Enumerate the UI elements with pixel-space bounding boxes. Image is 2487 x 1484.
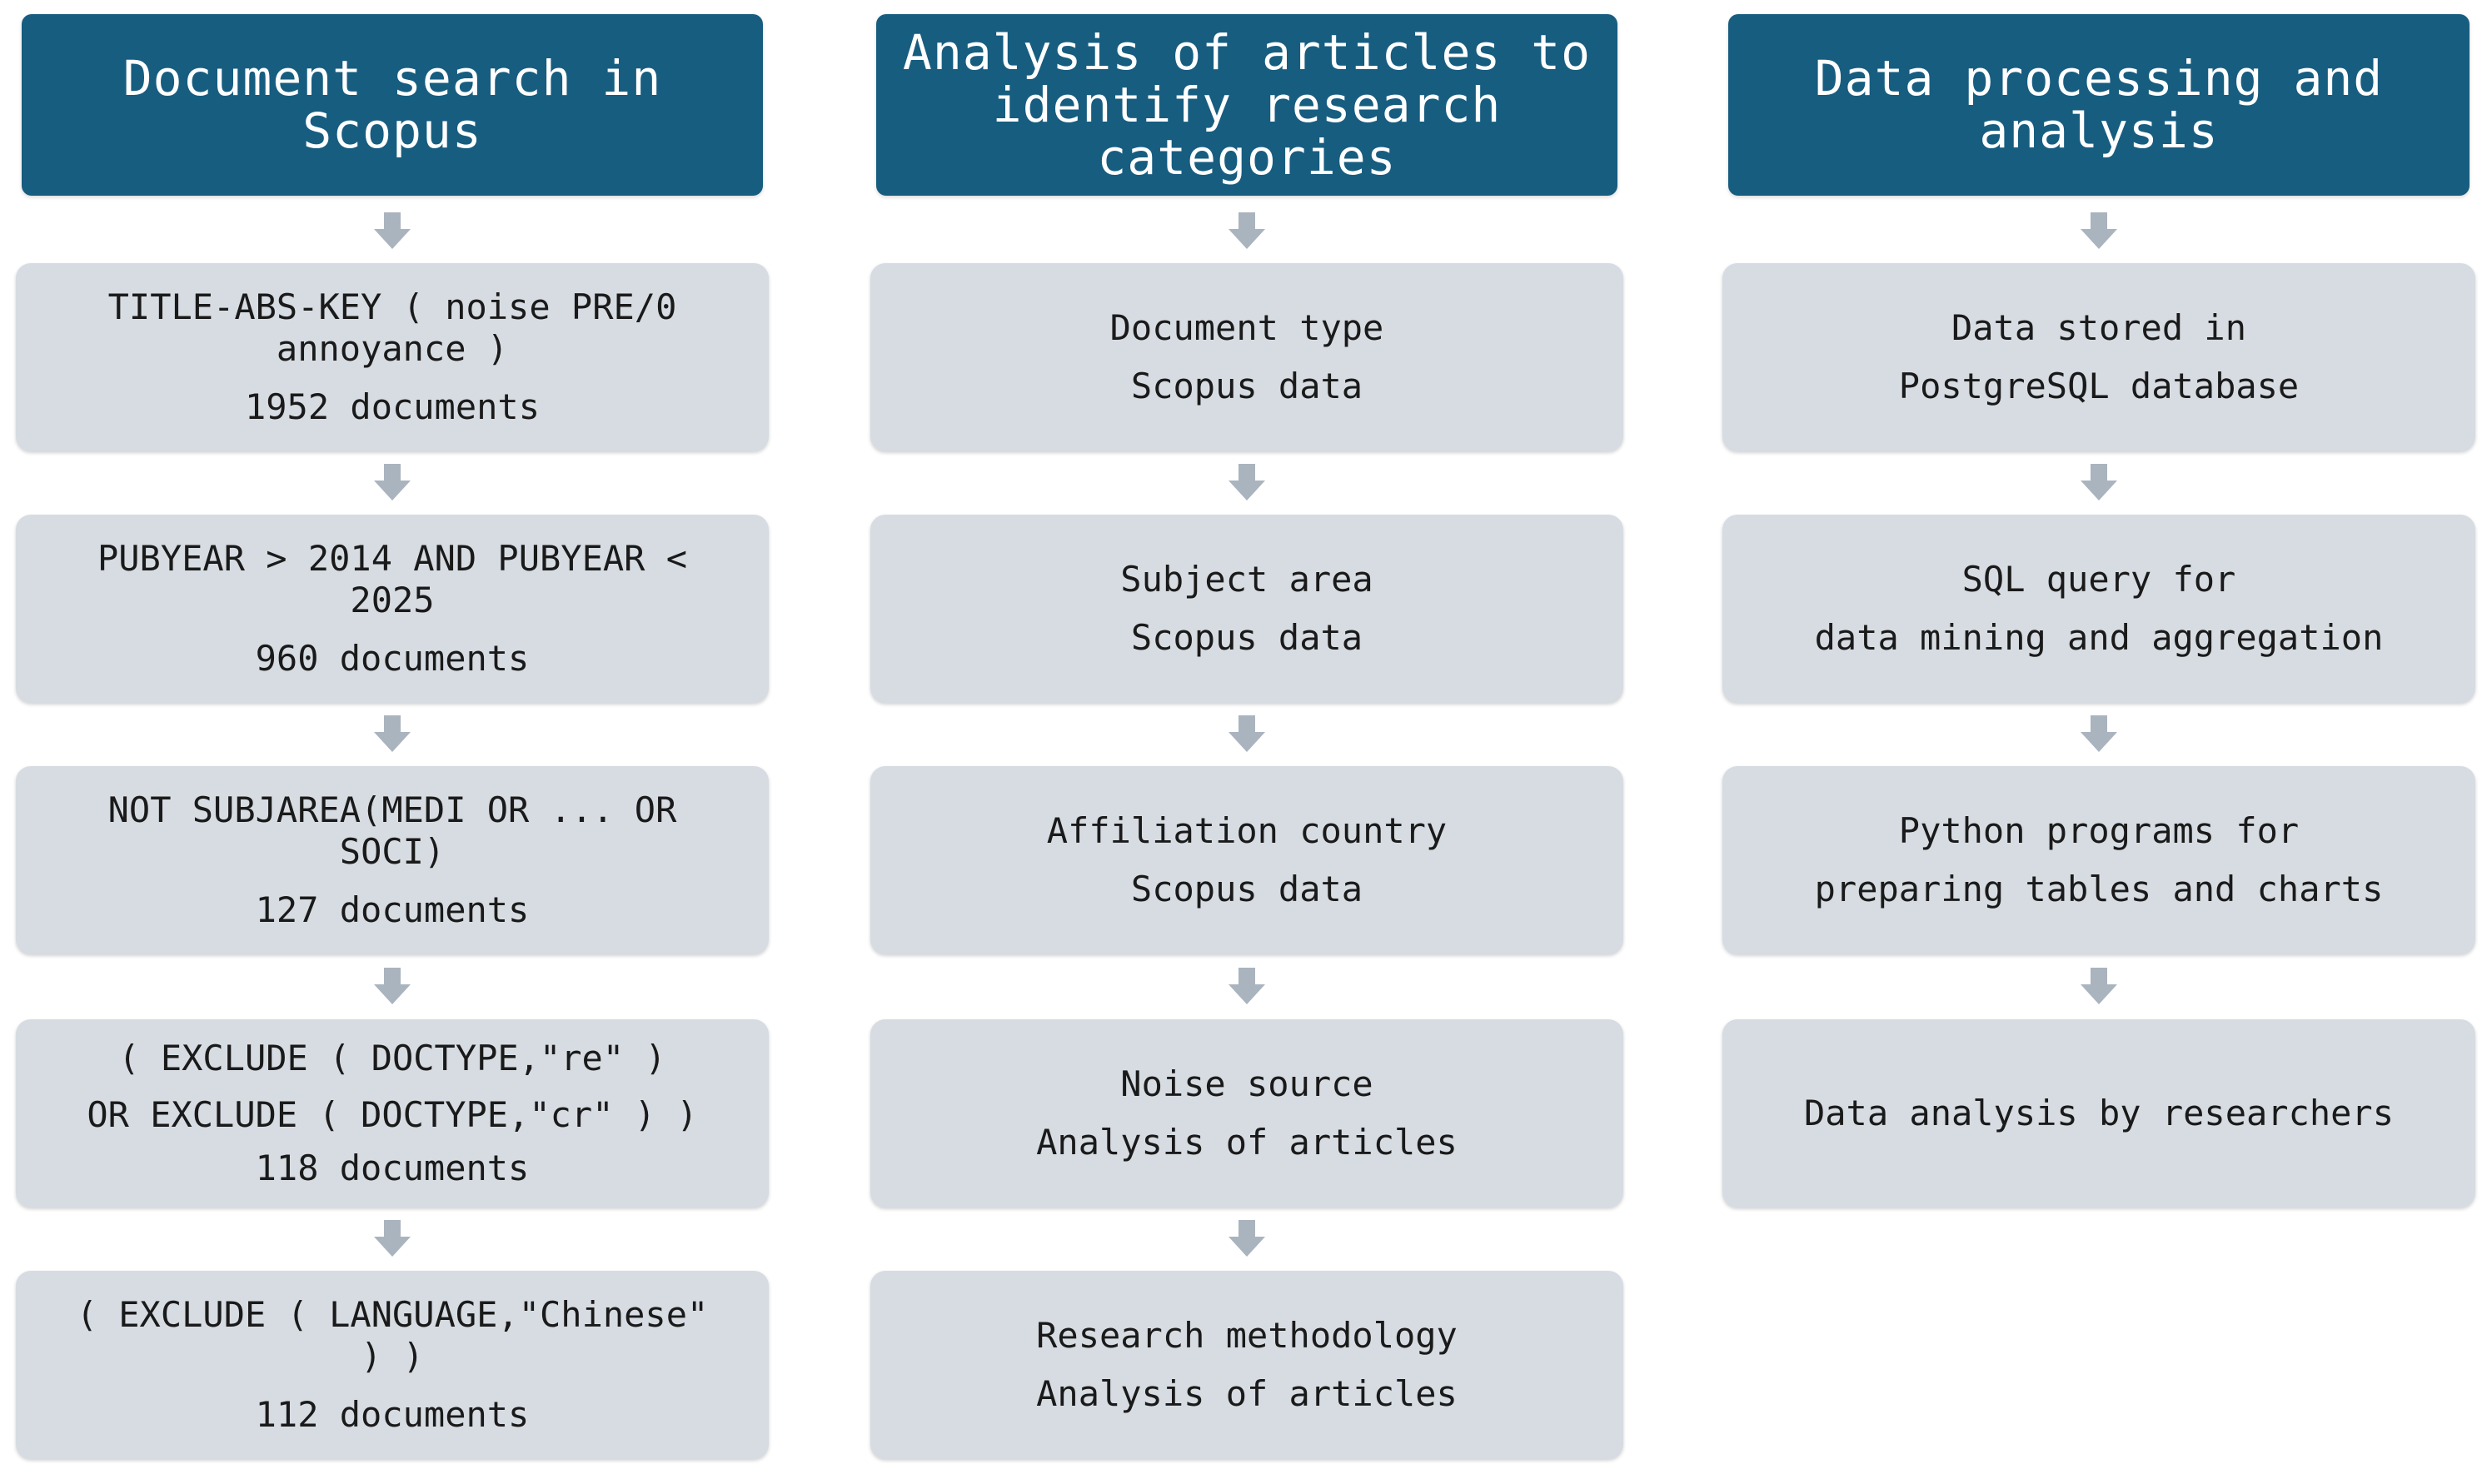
category-box: Document type Scopus data: [870, 263, 1623, 451]
process-text: data mining and aggregation: [1814, 617, 2384, 658]
category-source: Analysis of articles: [1036, 1122, 1458, 1163]
step-text: PUBYEAR > 2014 AND PUBYEAR <: [97, 538, 687, 579]
column-article-analysis: Analysis of articles to identify researc…: [870, 0, 1623, 1484]
step-text: ( EXCLUDE ( LANGUAGE,"Chinese": [76, 1294, 709, 1335]
down-arrow-icon: [372, 968, 412, 1004]
category-source: Analysis of articles: [1036, 1373, 1458, 1414]
header-line: Scopus: [302, 102, 482, 159]
category-name: Research methodology: [1036, 1315, 1458, 1356]
step-box: NOT SUBJAREA(MEDI OR ... OR SOCI) 127 do…: [16, 766, 769, 954]
step-text: 2025: [350, 580, 435, 620]
header-line: categories: [1097, 128, 1397, 186]
process-box: Data analysis by researchers: [1722, 1019, 2475, 1208]
category-source: Scopus data: [1130, 869, 1363, 909]
down-arrow-icon: [372, 464, 412, 500]
header-line: identify research: [992, 76, 1502, 133]
down-arrow-icon: [1227, 212, 1267, 249]
document-count: 127 documents: [255, 889, 530, 930]
category-box: Research methodology Analysis of article…: [870, 1271, 1623, 1459]
step-text: ( EXCLUDE ( DOCTYPE,"re" ): [118, 1038, 666, 1078]
process-text: Data stored in: [1951, 307, 2246, 348]
category-name: Affiliation country: [1046, 810, 1448, 851]
process-box: Data stored in PostgreSQL database: [1722, 263, 2475, 451]
step-box: TITLE-ABS-KEY ( noise PRE/0 annoyance ) …: [16, 263, 769, 451]
down-arrow-icon: [1227, 715, 1267, 752]
down-arrow-icon: [2079, 212, 2119, 249]
down-arrow-icon: [1227, 1220, 1267, 1257]
column-data-processing: Data processing and analysis Data stored…: [1722, 0, 2475, 1484]
step-text: OR EXCLUDE ( DOCTYPE,"cr" ) ): [87, 1094, 698, 1135]
step-text: SOCI): [339, 831, 446, 872]
process-text: preparing tables and charts: [1814, 869, 2384, 909]
step-text: annoyance ): [276, 328, 509, 369]
down-arrow-icon: [372, 715, 412, 752]
down-arrow-icon: [1227, 968, 1267, 1004]
document-count: 118 documents: [255, 1148, 530, 1188]
process-text: Python programs for: [1898, 810, 2300, 851]
down-arrow-icon: [2079, 715, 2119, 752]
process-box: SQL query for data mining and aggregatio…: [1722, 515, 2475, 703]
category-box: Noise source Analysis of articles: [870, 1019, 1623, 1208]
header-line: Analysis of articles to: [902, 23, 1592, 81]
process-text: SQL query for: [1961, 559, 2236, 600]
down-arrow-icon: [1227, 464, 1267, 500]
down-arrow-icon: [372, 1220, 412, 1257]
process-box: Python programs for preparing tables and…: [1722, 766, 2475, 954]
process-text: Data analysis by researchers: [1803, 1093, 2394, 1133]
document-count: 1952 documents: [244, 386, 540, 427]
category-source: Scopus data: [1130, 617, 1363, 658]
category-name: Noise source: [1120, 1063, 1373, 1104]
step-text: TITLE-ABS-KEY ( noise PRE/0: [107, 286, 677, 327]
down-arrow-icon: [2079, 968, 2119, 1004]
category-source: Scopus data: [1130, 366, 1363, 406]
document-count: 960 documents: [255, 638, 530, 679]
header-line: Data processing and: [1814, 50, 2384, 107]
header-document-search: Document search in Scopus: [22, 14, 763, 196]
step-box: ( EXCLUDE ( LANGUAGE,"Chinese" ) ) 112 d…: [16, 1271, 769, 1459]
category-name: Document type: [1109, 307, 1384, 348]
header-line: Document search in: [122, 50, 662, 107]
step-box: PUBYEAR > 2014 AND PUBYEAR < 2025 960 do…: [16, 515, 769, 703]
document-count: 112 documents: [255, 1394, 530, 1435]
down-arrow-icon: [372, 212, 412, 249]
step-text: ) ): [361, 1336, 424, 1377]
down-arrow-icon: [2079, 464, 2119, 500]
category-box: Affiliation country Scopus data: [870, 766, 1623, 954]
column-document-search: Document search in Scopus TITLE-ABS-KEY …: [16, 0, 769, 1484]
header-line: analysis: [1979, 102, 2219, 159]
category-name: Subject area: [1120, 559, 1373, 600]
step-text: NOT SUBJAREA(MEDI OR ... OR: [107, 789, 677, 830]
step-box: ( EXCLUDE ( DOCTYPE,"re" ) OR EXCLUDE ( …: [16, 1019, 769, 1208]
header-data-processing: Data processing and analysis: [1728, 14, 2470, 196]
process-text: PostgreSQL database: [1898, 366, 2300, 406]
header-article-analysis: Analysis of articles to identify researc…: [876, 14, 1617, 196]
category-box: Subject area Scopus data: [870, 515, 1623, 703]
